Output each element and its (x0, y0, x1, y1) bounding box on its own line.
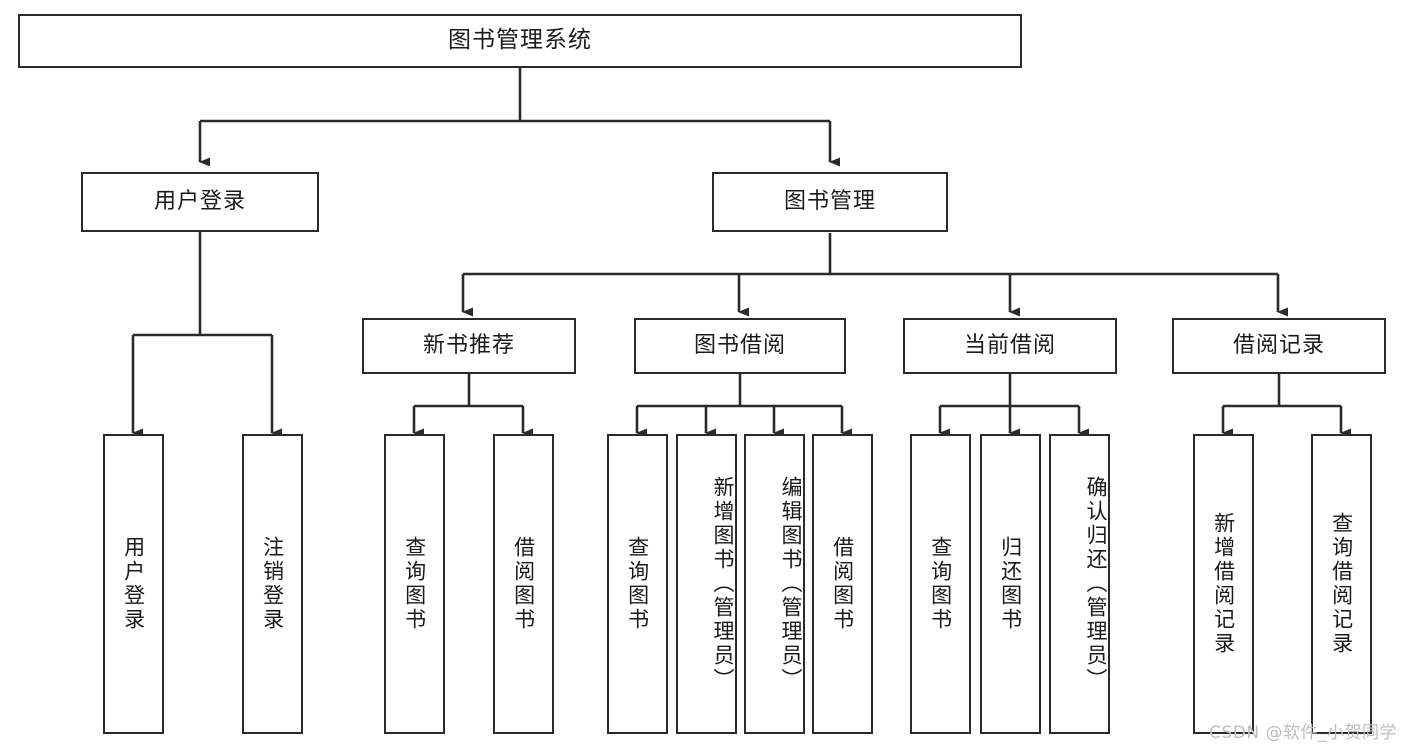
node-label: 查询借阅记录 (1329, 512, 1354, 656)
leaf-return-book[interactable]: 归还图书 (980, 434, 1041, 734)
node-label: 新增图书（管理员） (711, 476, 735, 692)
node-book-management[interactable]: 图书管理 (712, 172, 948, 232)
node-label: 注销登录 (260, 536, 285, 632)
leaf-query-book-current[interactable]: 查询图书 (910, 434, 971, 734)
leaf-borrow-book[interactable]: 借阅图书 (812, 434, 873, 734)
leaf-query-book-borrow[interactable]: 查询图书 (607, 434, 668, 734)
node-label: 图书管理 (783, 188, 876, 214)
node-label: 借阅图书 (511, 536, 536, 632)
node-label: 新书推荐 (422, 332, 515, 358)
node-label: 查询图书 (928, 536, 953, 632)
leaf-add-book-admin[interactable]: 新增图书（管理员） (676, 434, 737, 734)
node-label: 用户登录 (121, 536, 146, 632)
node-label: 确认归还（管理员） (1084, 476, 1108, 692)
leaf-user-login[interactable]: 用户登录 (103, 434, 164, 734)
node-label: 借阅记录 (1232, 332, 1325, 358)
leaf-logout[interactable]: 注销登录 (242, 434, 303, 734)
leaf-borrow-book-recommend[interactable]: 借阅图书 (493, 434, 554, 734)
node-label: 查询图书 (625, 536, 650, 632)
leaf-query-book-recommend[interactable]: 查询图书 (384, 434, 445, 734)
node-borrow-record[interactable]: 借阅记录 (1172, 318, 1386, 374)
node-label: 当前借阅 (963, 332, 1056, 358)
node-new-book-recommend[interactable]: 新书推荐 (362, 318, 576, 374)
node-user-login[interactable]: 用户登录 (81, 172, 319, 232)
node-label: 借阅图书 (830, 536, 855, 632)
leaf-add-borrow-record[interactable]: 新增借阅记录 (1193, 434, 1254, 734)
node-current-borrow[interactable]: 当前借阅 (903, 318, 1117, 374)
node-book-borrow[interactable]: 图书借阅 (634, 318, 846, 374)
node-label: 用户登录 (153, 188, 246, 214)
node-label: 编辑图书（管理员） (779, 476, 803, 692)
leaf-edit-book-admin[interactable]: 编辑图书（管理员） (744, 434, 805, 734)
node-label: 图书管理系统 (448, 27, 592, 54)
leaf-confirm-return-admin[interactable]: 确认归还（管理员） (1049, 434, 1110, 734)
node-label: 归还图书 (998, 536, 1023, 632)
node-label: 新增借阅记录 (1211, 512, 1236, 656)
leaf-query-borrow-record[interactable]: 查询借阅记录 (1311, 434, 1372, 734)
node-root-library-system[interactable]: 图书管理系统 (18, 14, 1022, 68)
node-label: 图书借阅 (693, 332, 786, 358)
node-label: 查询图书 (402, 536, 427, 632)
